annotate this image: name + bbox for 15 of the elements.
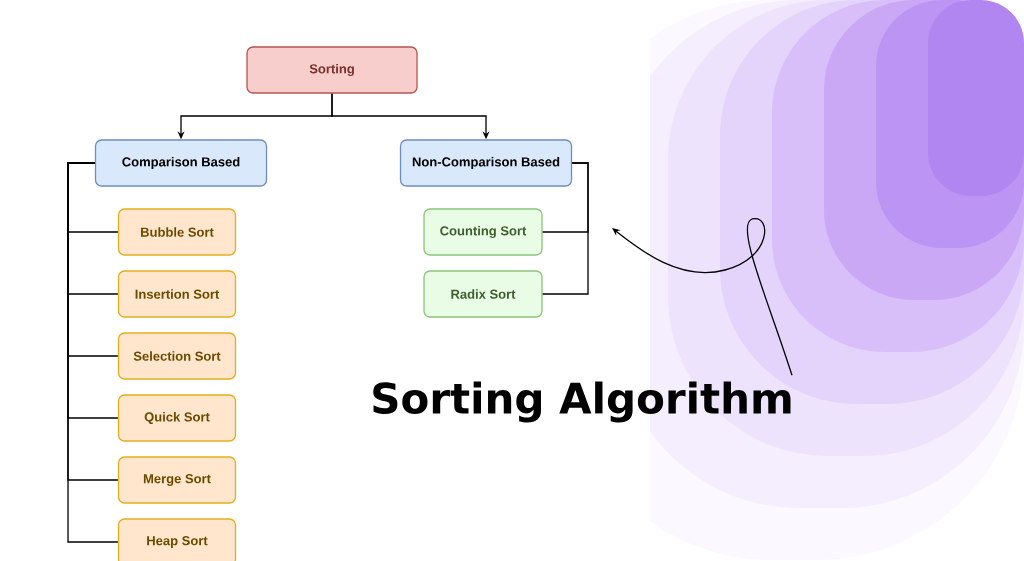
process-box: Quick Sort xyxy=(117,394,237,442)
curved-arrow xyxy=(612,218,793,376)
process-box: Insertion Sort xyxy=(117,270,237,318)
process-box: Heap Sort xyxy=(117,518,237,561)
title-text: Sorting Algorithm xyxy=(373,381,791,423)
process-box: Bubble Sort xyxy=(117,208,237,256)
process-box: Selection Sort xyxy=(117,332,237,380)
process-box: Merge Sort xyxy=(117,456,237,504)
process-box: Counting Sort xyxy=(423,208,543,256)
connector-line xyxy=(67,162,119,543)
process-box: Radix Sort xyxy=(423,270,543,318)
process-box: Comparison Based xyxy=(94,139,268,187)
process-box: Sorting xyxy=(246,46,418,94)
connector-line xyxy=(542,162,589,295)
process-box: Non-Comparison Based xyxy=(399,139,573,187)
